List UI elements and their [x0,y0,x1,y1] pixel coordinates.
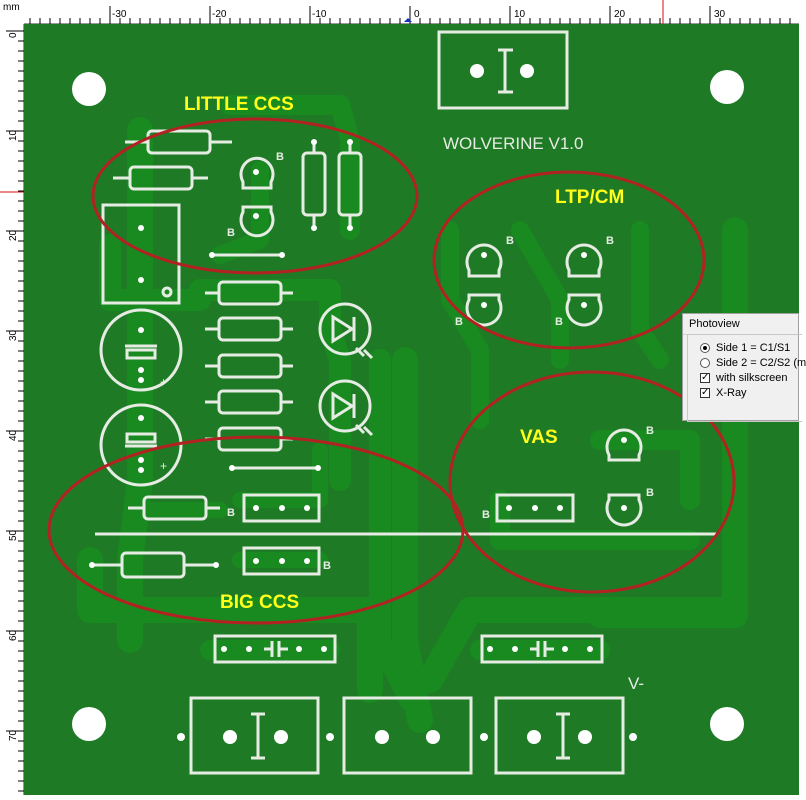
transistor[interactable] [605,428,643,462]
xray-checkbox[interactable]: ✓ [700,387,710,398]
ruler-tick-label: 10 [8,129,19,141]
resistor-group [92,129,293,579]
led[interactable] [318,302,372,356]
svg-text:B: B [606,235,614,247]
side1-label: Side 1 = C1/S1 [716,342,791,354]
ruler-top: -30 -20 -10 0 10 20 30 [0,0,799,24]
photoview-panel: Photoview Side 1 = C1/S1 Side 2 = C2/S2 … [682,313,806,422]
silkscreen-checkbox[interactable]: ✓ [700,372,710,383]
side2-option[interactable]: Side 2 = C2/S2 (m [688,356,806,371]
svg-text:B: B [227,227,235,239]
mounting-hole [710,707,744,741]
svg-text:B: B [323,560,331,572]
ellipse-little-ccs [91,117,419,275]
svg-text:B: B [646,487,654,499]
svg-text:B: B [555,316,563,328]
ruler-tick-label: 10 [514,9,526,20]
capacitor-film[interactable] [480,634,604,664]
highlight-ellipses [47,117,736,625]
capacitor-film[interactable] [213,634,337,664]
ruler-tick-label: 20 [8,229,19,241]
side1-option[interactable]: Side 1 = C1/S1 [688,341,802,356]
label-little-ccs: LITTLE CCS [184,94,294,115]
pads [89,64,637,744]
ruler-tick-label: -10 [312,9,327,20]
xray-option[interactable]: ✓ X-Ray [688,386,802,401]
photoview-options: Side 1 = C1/S1 Side 2 = C2/S2 (m ✓ with … [687,334,806,422]
side1-radio[interactable] [700,343,710,353]
connector-top[interactable] [437,30,569,110]
connector-bottom-right[interactable] [494,696,625,775]
ruler-tick-label: -30 [112,9,127,20]
ruler-tick-label: 30 [714,9,726,20]
ruler-tick-label: 0 [8,32,19,38]
connector-bottom-left[interactable] [189,696,320,775]
svg-text:B: B [276,151,284,163]
xray-label: X-Ray [716,387,747,399]
label-ltp-cm: LTP/CM [555,187,624,208]
svg-text:B: B [455,316,463,328]
label-v-minus: V- [628,674,644,693]
ruler-left: 0 10 20 30 40 50 60 70 [0,24,24,795]
polarity-plus: + [160,375,167,389]
side2-label: Side 2 = C2/S2 (m [716,357,806,369]
svg-text:B: B [482,509,490,521]
transistor-group [239,156,643,527]
ruler-unit: mm [0,0,24,24]
header-3pin[interactable] [242,493,321,523]
transistor[interactable] [239,156,275,190]
svg-text:B: B [227,507,235,519]
ruler-left-scale: 0 10 20 30 40 50 60 70 [0,30,24,792]
ruler-tick-label: 0 [414,9,420,20]
svg-text:B: B [646,425,654,437]
transistor[interactable] [465,293,503,327]
mounting-hole [72,72,106,106]
ruler-tick-label: 60 [8,629,19,641]
ruler-tick-label: 30 [8,329,19,341]
silkscreen-layer [92,30,716,775]
ruler-tick-label: 50 [8,529,19,541]
trimmer-pot[interactable] [101,203,181,305]
label-big-ccs: BIG CCS [220,592,299,613]
copper-tracks [77,95,748,733]
led[interactable] [318,379,372,433]
ellipse-vas [448,370,736,594]
connector-bottom-middle[interactable] [342,696,473,775]
svg-text:B: B [506,235,514,247]
polarity-plus: + [160,459,167,473]
silkscreen-option[interactable]: ✓ with silkscreen [688,371,802,386]
origin-marker-icon [404,18,412,22]
ruler-top-scale: -30 -20 -10 0 10 20 30 [9,0,791,24]
capacitor-electrolytic[interactable] [99,308,183,392]
ruler-tick-label: 20 [614,9,626,20]
silkscreen-label: with silkscreen [716,372,788,384]
ruler-tick-label: 70 [8,729,19,741]
label-vas: VAS [520,427,558,448]
pcb-layout: B B B B B B B B B B B LITTLE CCS LTP/CM … [24,24,799,795]
transistor[interactable] [565,243,603,278]
pcb-canvas[interactable]: B B B B B B B B B B B LITTLE CCS LTP/CM … [24,24,799,795]
transistor[interactable] [465,243,503,278]
ellipse-big-ccs [47,435,465,625]
ellipse-ltp-cm [432,170,706,350]
mounting-hole [72,707,106,741]
transistor[interactable] [239,205,275,238]
photoview-title[interactable]: Photoview [683,314,798,335]
mounting-hole [710,70,744,104]
header-3pin[interactable] [495,493,575,523]
mounting-holes [72,70,744,741]
board-title: WOLVERINE V1.0 [443,134,583,153]
ruler-tick-label: -20 [212,9,227,20]
transistor[interactable] [565,293,603,327]
capacitor-electrolytic[interactable] [99,403,183,487]
header-3pin[interactable] [242,546,321,576]
ruler-tick-label: 40 [8,429,19,441]
side2-radio[interactable] [700,358,710,368]
pin-markers: B B B B B B B B B B B [227,151,654,572]
transistor[interactable] [605,493,643,527]
